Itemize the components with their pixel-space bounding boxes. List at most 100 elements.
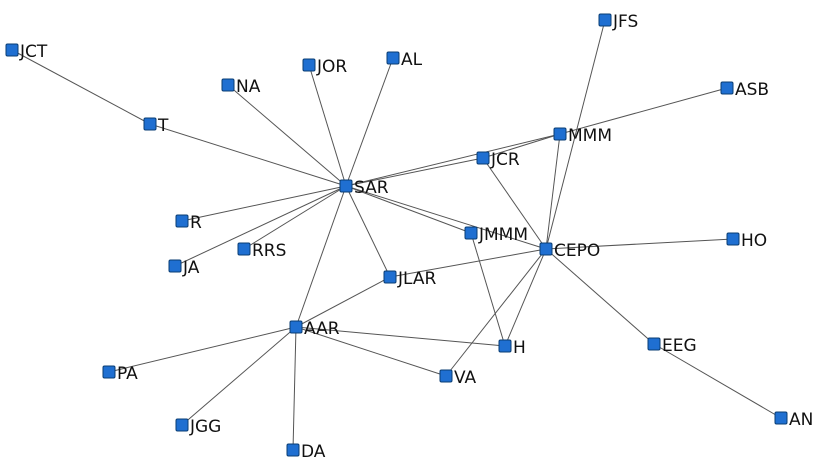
node-label: MMM bbox=[568, 126, 612, 146]
node-label: CEPO bbox=[554, 241, 600, 261]
edge-aar-va bbox=[295, 326, 447, 377]
node-marker[interactable] bbox=[647, 337, 661, 351]
node-sar[interactable]: SAR bbox=[339, 178, 389, 198]
node-al[interactable]: AL bbox=[386, 50, 423, 70]
edge-sar-rrs bbox=[243, 185, 347, 250]
node-marker[interactable] bbox=[464, 226, 478, 240]
node-label: AN bbox=[789, 410, 813, 430]
node-marker[interactable] bbox=[598, 13, 612, 27]
node-marker[interactable] bbox=[175, 214, 189, 228]
node-label: JCT bbox=[19, 42, 48, 62]
edge-aar-pa bbox=[108, 326, 297, 373]
node-ja[interactable]: JA bbox=[168, 258, 200, 278]
node-marker[interactable] bbox=[726, 232, 740, 246]
edge-na-sar bbox=[227, 84, 347, 187]
node-rrs[interactable]: RRS bbox=[237, 241, 286, 261]
node-label: JCR bbox=[490, 150, 520, 170]
node-cepo[interactable]: CEPO bbox=[539, 241, 600, 261]
edge-jct-t bbox=[11, 49, 151, 125]
node-r[interactable]: R bbox=[175, 213, 202, 233]
edge-cepo-jlar bbox=[389, 248, 547, 278]
edge-jfs-cepo bbox=[545, 19, 606, 250]
node-label: ASB bbox=[735, 80, 769, 100]
node-marker[interactable] bbox=[286, 443, 300, 457]
node-label: AL bbox=[401, 50, 423, 70]
node-label: RRS bbox=[252, 241, 286, 261]
node-label: JMMM bbox=[478, 225, 528, 245]
node-jgg[interactable]: JGG bbox=[175, 417, 221, 437]
node-marker[interactable] bbox=[339, 179, 353, 193]
node-an[interactable]: AN bbox=[774, 410, 813, 430]
node-jcr[interactable]: JCR bbox=[476, 150, 520, 170]
edge-sar-r bbox=[181, 185, 347, 222]
edge-sar-mmm bbox=[345, 133, 561, 187]
node-jlar[interactable]: JLAR bbox=[383, 269, 437, 289]
edge-sar-aar bbox=[295, 185, 347, 328]
node-marker[interactable] bbox=[386, 51, 400, 65]
node-marker[interactable] bbox=[439, 369, 453, 383]
edge-asb-mmm bbox=[559, 87, 728, 135]
edge-t-sar bbox=[149, 123, 347, 187]
node-eeg[interactable]: EEG bbox=[647, 336, 697, 356]
node-marker[interactable] bbox=[289, 320, 303, 334]
edge-aar-h bbox=[295, 326, 506, 347]
edge-sar-jmmm bbox=[345, 185, 472, 234]
node-ho[interactable]: HO bbox=[726, 231, 767, 251]
node-jor[interactable]: JOR bbox=[302, 57, 347, 77]
node-marker[interactable] bbox=[237, 242, 251, 256]
edge-jlar-aar bbox=[295, 276, 391, 328]
node-da[interactable]: DA bbox=[286, 442, 326, 462]
node-va[interactable]: VA bbox=[439, 368, 477, 388]
node-label: VA bbox=[454, 368, 477, 388]
node-jfs[interactable]: JFS bbox=[598, 12, 638, 32]
node-marker[interactable] bbox=[221, 78, 235, 92]
edge-sar-jcr bbox=[345, 157, 484, 187]
node-h[interactable]: H bbox=[498, 338, 526, 358]
node-mmm[interactable]: MMM bbox=[553, 126, 612, 146]
node-marker[interactable] bbox=[102, 365, 116, 379]
node-marker[interactable] bbox=[302, 58, 316, 72]
edge-sar-jlar bbox=[345, 185, 391, 278]
edge-al-sar bbox=[345, 57, 394, 187]
node-marker[interactable] bbox=[498, 339, 512, 353]
node-label: SAR bbox=[354, 178, 389, 198]
node-marker[interactable] bbox=[5, 43, 19, 57]
edge-eeg-an bbox=[653, 343, 782, 419]
node-marker[interactable] bbox=[476, 151, 490, 165]
edge-cepo-va bbox=[445, 248, 547, 377]
node-label: JGG bbox=[189, 417, 221, 437]
edge-cepo-ho bbox=[545, 238, 734, 250]
edge-jor-sar bbox=[308, 64, 347, 187]
node-label: AAR bbox=[304, 319, 340, 339]
node-marker[interactable] bbox=[553, 127, 567, 141]
node-label: R bbox=[190, 213, 202, 233]
edge-mmm-jcr bbox=[482, 133, 561, 159]
node-aar[interactable]: AAR bbox=[289, 319, 340, 339]
node-marker[interactable] bbox=[168, 259, 182, 273]
edge-jcr-cepo bbox=[482, 157, 547, 250]
node-marker[interactable] bbox=[774, 411, 788, 425]
node-jct[interactable]: JCT bbox=[5, 42, 48, 62]
node-jmmm[interactable]: JMMM bbox=[464, 225, 528, 245]
node-marker[interactable] bbox=[175, 418, 189, 432]
node-label: JLAR bbox=[397, 269, 437, 289]
node-marker[interactable] bbox=[539, 242, 553, 256]
edge-cepo-h bbox=[504, 248, 547, 347]
node-label: PA bbox=[117, 364, 138, 384]
node-label: JOR bbox=[316, 57, 347, 77]
node-label: NA bbox=[236, 77, 261, 97]
node-t[interactable]: T bbox=[143, 116, 169, 136]
node-marker[interactable] bbox=[383, 270, 397, 284]
edge-jmmm-h bbox=[470, 232, 506, 347]
edge-sar-cepo bbox=[345, 185, 547, 250]
nodes-layer: JCT T NA JOR AL SAR R JA RRS JFS ASB MMM JCR JMMM CEPO… bbox=[5, 12, 813, 462]
node-label: JFS bbox=[612, 12, 638, 32]
node-label: H bbox=[513, 338, 526, 358]
node-asb[interactable]: ASB bbox=[720, 80, 769, 100]
node-pa[interactable]: PA bbox=[102, 364, 138, 384]
node-na[interactable]: NA bbox=[221, 77, 261, 97]
node-marker[interactable] bbox=[143, 117, 157, 131]
node-label: DA bbox=[301, 442, 326, 462]
node-marker[interactable] bbox=[720, 81, 734, 95]
